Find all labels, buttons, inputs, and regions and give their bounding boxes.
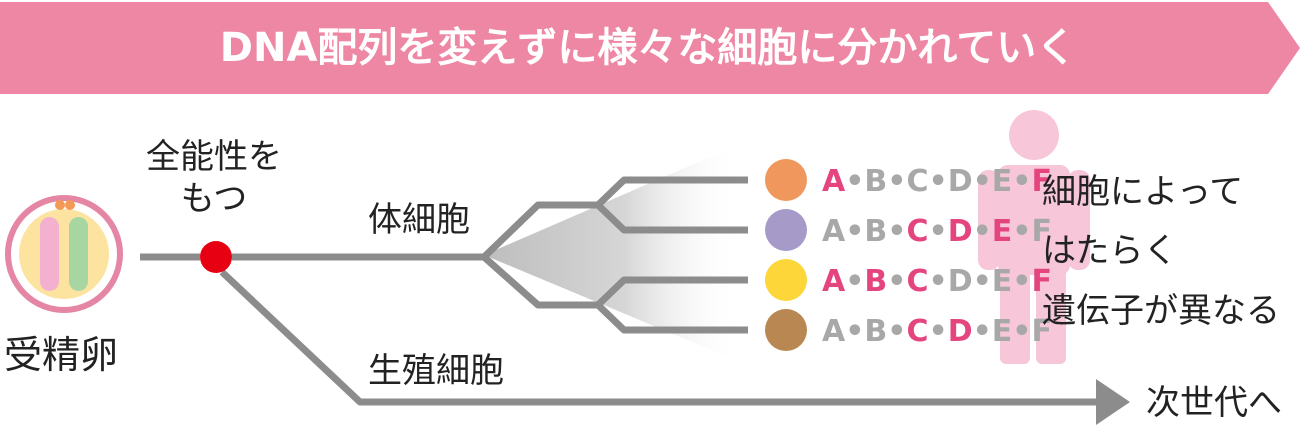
gene-e-inactive: E (992, 314, 1013, 349)
gene-sequence-4: A•B•C•D•E•F (822, 314, 1052, 349)
note-line-2: はたらく (1042, 231, 1177, 271)
germ-cell-label: 生殖細胞 (368, 351, 504, 391)
figure-left-leg (1000, 268, 1030, 364)
chromosome-right (69, 217, 88, 291)
gene-separator: • (845, 164, 864, 199)
figure-torso (998, 165, 1070, 275)
figure-head (1009, 110, 1059, 160)
gene-c-active: C (906, 264, 928, 299)
lower-twig-1 (595, 276, 748, 308)
totipotent-label-line1: 全能性を (146, 137, 282, 177)
gene-f-inactive: F (1031, 314, 1052, 349)
gene-separator: • (845, 264, 864, 299)
gene-f-inactive: F (1031, 214, 1052, 249)
gene-c-inactive: C (906, 164, 928, 199)
note-line-3: 遺伝子が異なる (1042, 291, 1280, 331)
upper-twig-2 (595, 202, 748, 234)
gene-separator: • (973, 314, 992, 349)
next-generation-label: 次世代へ (1146, 383, 1282, 423)
cell-circle-4 (765, 309, 807, 351)
gene-separator: • (887, 314, 906, 349)
figure-right-arm (1068, 170, 1090, 270)
upper-branch (481, 201, 598, 260)
gene-separator: • (929, 264, 948, 299)
gene-f-active: F (1031, 164, 1052, 199)
totipotent-origin-dot (200, 241, 232, 273)
gene-separator: • (929, 164, 948, 199)
gene-separator: • (973, 164, 992, 199)
next-generation-arrowhead (1096, 379, 1130, 425)
banner-arrow (0, 2, 1300, 94)
chromosome-left (40, 217, 59, 291)
cell-row-4: A•B•C•D•E•F (765, 309, 1052, 351)
gene-b-inactive: B (864, 314, 887, 349)
lower-branch (481, 254, 598, 309)
gene-d-active: D (948, 314, 973, 349)
upper-twig-1 (595, 176, 748, 208)
fertilized-egg-label: 受精卵 (4, 333, 118, 377)
egg-nucleus-dot-left (55, 200, 65, 210)
gene-separator: • (929, 314, 948, 349)
egg-inner (19, 209, 109, 299)
gene-separator: • (1012, 314, 1031, 349)
gene-d-active: D (948, 214, 973, 249)
gene-d-inactive: D (948, 264, 973, 299)
cell-row-2: A•B•C•D•E•F (765, 209, 1052, 251)
cell-circle-3 (765, 259, 807, 301)
gene-e-active: E (992, 214, 1013, 249)
gene-d-inactive: D (948, 164, 973, 199)
gene-separator: • (929, 214, 948, 249)
gene-separator: • (1012, 164, 1031, 199)
note-line-1: 細胞によって (1042, 172, 1243, 212)
gene-sequence-3: A•B•C•D•E•F (822, 264, 1052, 299)
human-figure-icon (978, 110, 1090, 364)
gene-c-active: C (906, 214, 928, 249)
gene-a-active: A (822, 264, 846, 299)
gene-separator: • (973, 264, 992, 299)
gene-sequence-2: A•B•C•D•E•F (822, 214, 1052, 249)
cell-row-1: A•B•C•D•E•F (765, 159, 1052, 201)
gene-a-inactive: A (822, 314, 846, 349)
egg-nucleus-dot-right (65, 200, 75, 210)
lineage-lines (140, 176, 1098, 406)
germ-line (219, 269, 1098, 406)
banner-title: DNA配列を変えずに様々な細胞に分かれていく (220, 25, 1076, 71)
figure-right-leg (1036, 268, 1066, 364)
totipotent-label-line2: もつ (181, 179, 248, 219)
gene-e-inactive: E (992, 264, 1013, 299)
gene-separator: • (845, 314, 864, 349)
gene-b-active: B (864, 264, 887, 299)
cell-circle-2 (765, 209, 807, 251)
figure-left-arm (978, 170, 1000, 270)
gene-a-active: A (822, 164, 846, 199)
gene-separator: • (1012, 264, 1031, 299)
lower-twig-2 (595, 302, 748, 334)
gene-separator: • (887, 264, 906, 299)
gene-a-inactive: A (822, 214, 846, 249)
gene-separator: • (887, 214, 906, 249)
gene-e-inactive: E (992, 164, 1013, 199)
somatic-cell-label: 体細胞 (368, 200, 470, 240)
fertilized-egg-icon (5, 195, 123, 313)
gene-b-inactive: B (864, 214, 887, 249)
gene-separator: • (887, 164, 906, 199)
gene-sequence-1: A•B•C•D•E•F (822, 164, 1052, 199)
gene-f-active: F (1031, 264, 1052, 299)
fan-shading (484, 144, 740, 362)
gene-b-inactive: B (864, 164, 887, 199)
gene-separator: • (1012, 214, 1031, 249)
cell-row-3: A•B•C•D•E•F (765, 259, 1052, 301)
cell-circle-1 (765, 159, 807, 201)
gene-c-active: C (906, 314, 928, 349)
gene-separator: • (845, 214, 864, 249)
cell-rows: A•B•C•D•E•FA•B•C•D•E•FA•B•C•D•E•FA•B•C•D… (765, 159, 1052, 351)
gene-separator: • (973, 214, 992, 249)
